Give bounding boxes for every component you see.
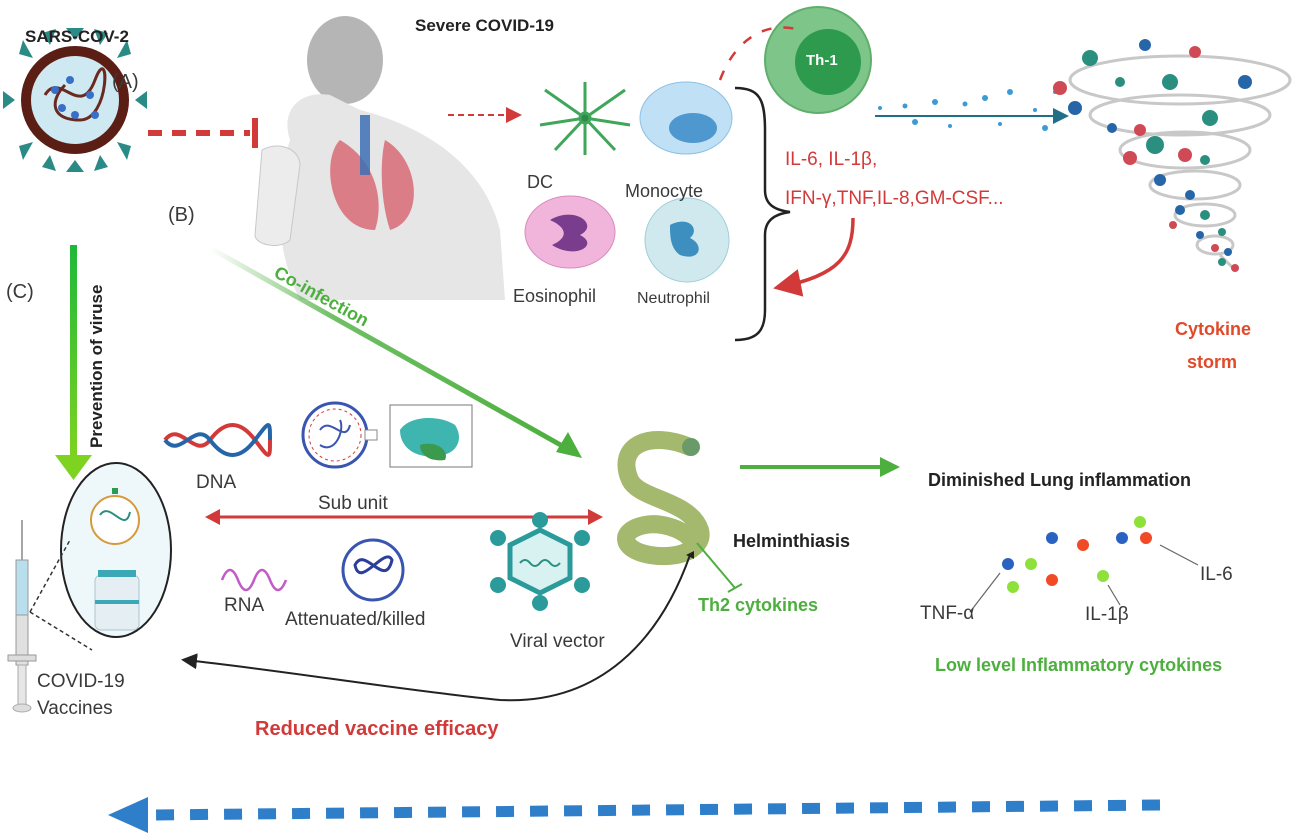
label-covid-vaccines-2: Vaccines [37, 698, 113, 719]
label-sub-unit: Sub unit [318, 493, 388, 514]
helminth-worm-icon [617, 431, 710, 566]
label-cytokine-storm-2: storm [1187, 352, 1238, 372]
human-lungs-icon [254, 16, 505, 300]
syringe-icon [7, 520, 37, 713]
viral-vector-icon [490, 512, 590, 611]
label-dc: DC [527, 172, 553, 192]
sars-cov-2-virus-icon [3, 28, 147, 172]
label-low-level: Low level Inflammatory cytokines [935, 655, 1223, 675]
label-panel-b: (B) [168, 204, 195, 226]
label-tnf-a: TNF-α [920, 603, 975, 624]
cytokine-storm-icon [1068, 54, 1292, 272]
curly-brace [734, 86, 791, 342]
prevention-arrow [70, 245, 77, 460]
label-covid-vaccines-1: COVID-19 [37, 671, 125, 692]
released-cytokine-dots [878, 89, 1057, 131]
monocyte-icon [639, 81, 733, 155]
th1-cell-icon [764, 6, 872, 114]
label-panel-c: (C) [6, 281, 34, 303]
label-rna: RNA [224, 595, 265, 616]
vaccine-vial-icon [60, 462, 172, 638]
timeline-dashed-arrow [149, 799, 1161, 821]
label-th1: Th-1 [806, 52, 838, 69]
rna-icon [220, 568, 288, 592]
label-cytokine-storm-1: Cytokine [1175, 319, 1252, 339]
th2-inhibit-line [696, 542, 736, 589]
label-prevention: Prevention of viruse [87, 284, 106, 448]
reduced-efficacy-arrow [181, 554, 691, 702]
label-il-6: IL-6 [1200, 564, 1233, 585]
label-neutrophil: Neutrophil [637, 290, 710, 307]
inhibit-line-th1 [718, 26, 801, 81]
eosinophil-icon [524, 195, 616, 269]
label-viral-vector: Viral vector [510, 631, 605, 652]
label-reduced-efficacy: Reduced vaccine efficacy [255, 718, 499, 740]
label-severe-covid: Severe COVID-19 [415, 16, 554, 35]
subunit-virus-icon [301, 401, 378, 469]
low-level-cytokine-dots [1002, 516, 1152, 593]
label-attenuated: Attenuated/killed [285, 609, 426, 630]
label-eosinophil: Eosinophil [513, 286, 597, 306]
co-infection-arrow [208, 245, 568, 451]
label-cytokines-line2: IFN-γ,TNF,IL-8,GM-CSF... [785, 188, 1004, 209]
label-panel-a: (A) [112, 71, 139, 93]
label-dna: DNA [196, 472, 237, 493]
label-il-1b: IL-1β [1085, 604, 1129, 625]
dna-icon [163, 423, 272, 457]
label-th2-cytokines: Th2 cytokines [698, 595, 819, 615]
label-sars-cov-2: SARS-COV-2 [25, 27, 129, 46]
label-helminthiasis: Helminthiasis [733, 531, 851, 551]
dendritic-cell-icon [539, 82, 631, 155]
attenuated-virus-icon [341, 538, 405, 602]
label-cytokines-line1: IL-6, IL-1β, [785, 149, 878, 170]
neutrophil-icon [644, 197, 730, 283]
feedback-arrow [773, 217, 855, 297]
cytokine-storm-particles [1053, 39, 1252, 272]
label-diminished: Diminished Lung inflammation [928, 470, 1192, 490]
label-monocyte: Monocyte [625, 181, 704, 201]
